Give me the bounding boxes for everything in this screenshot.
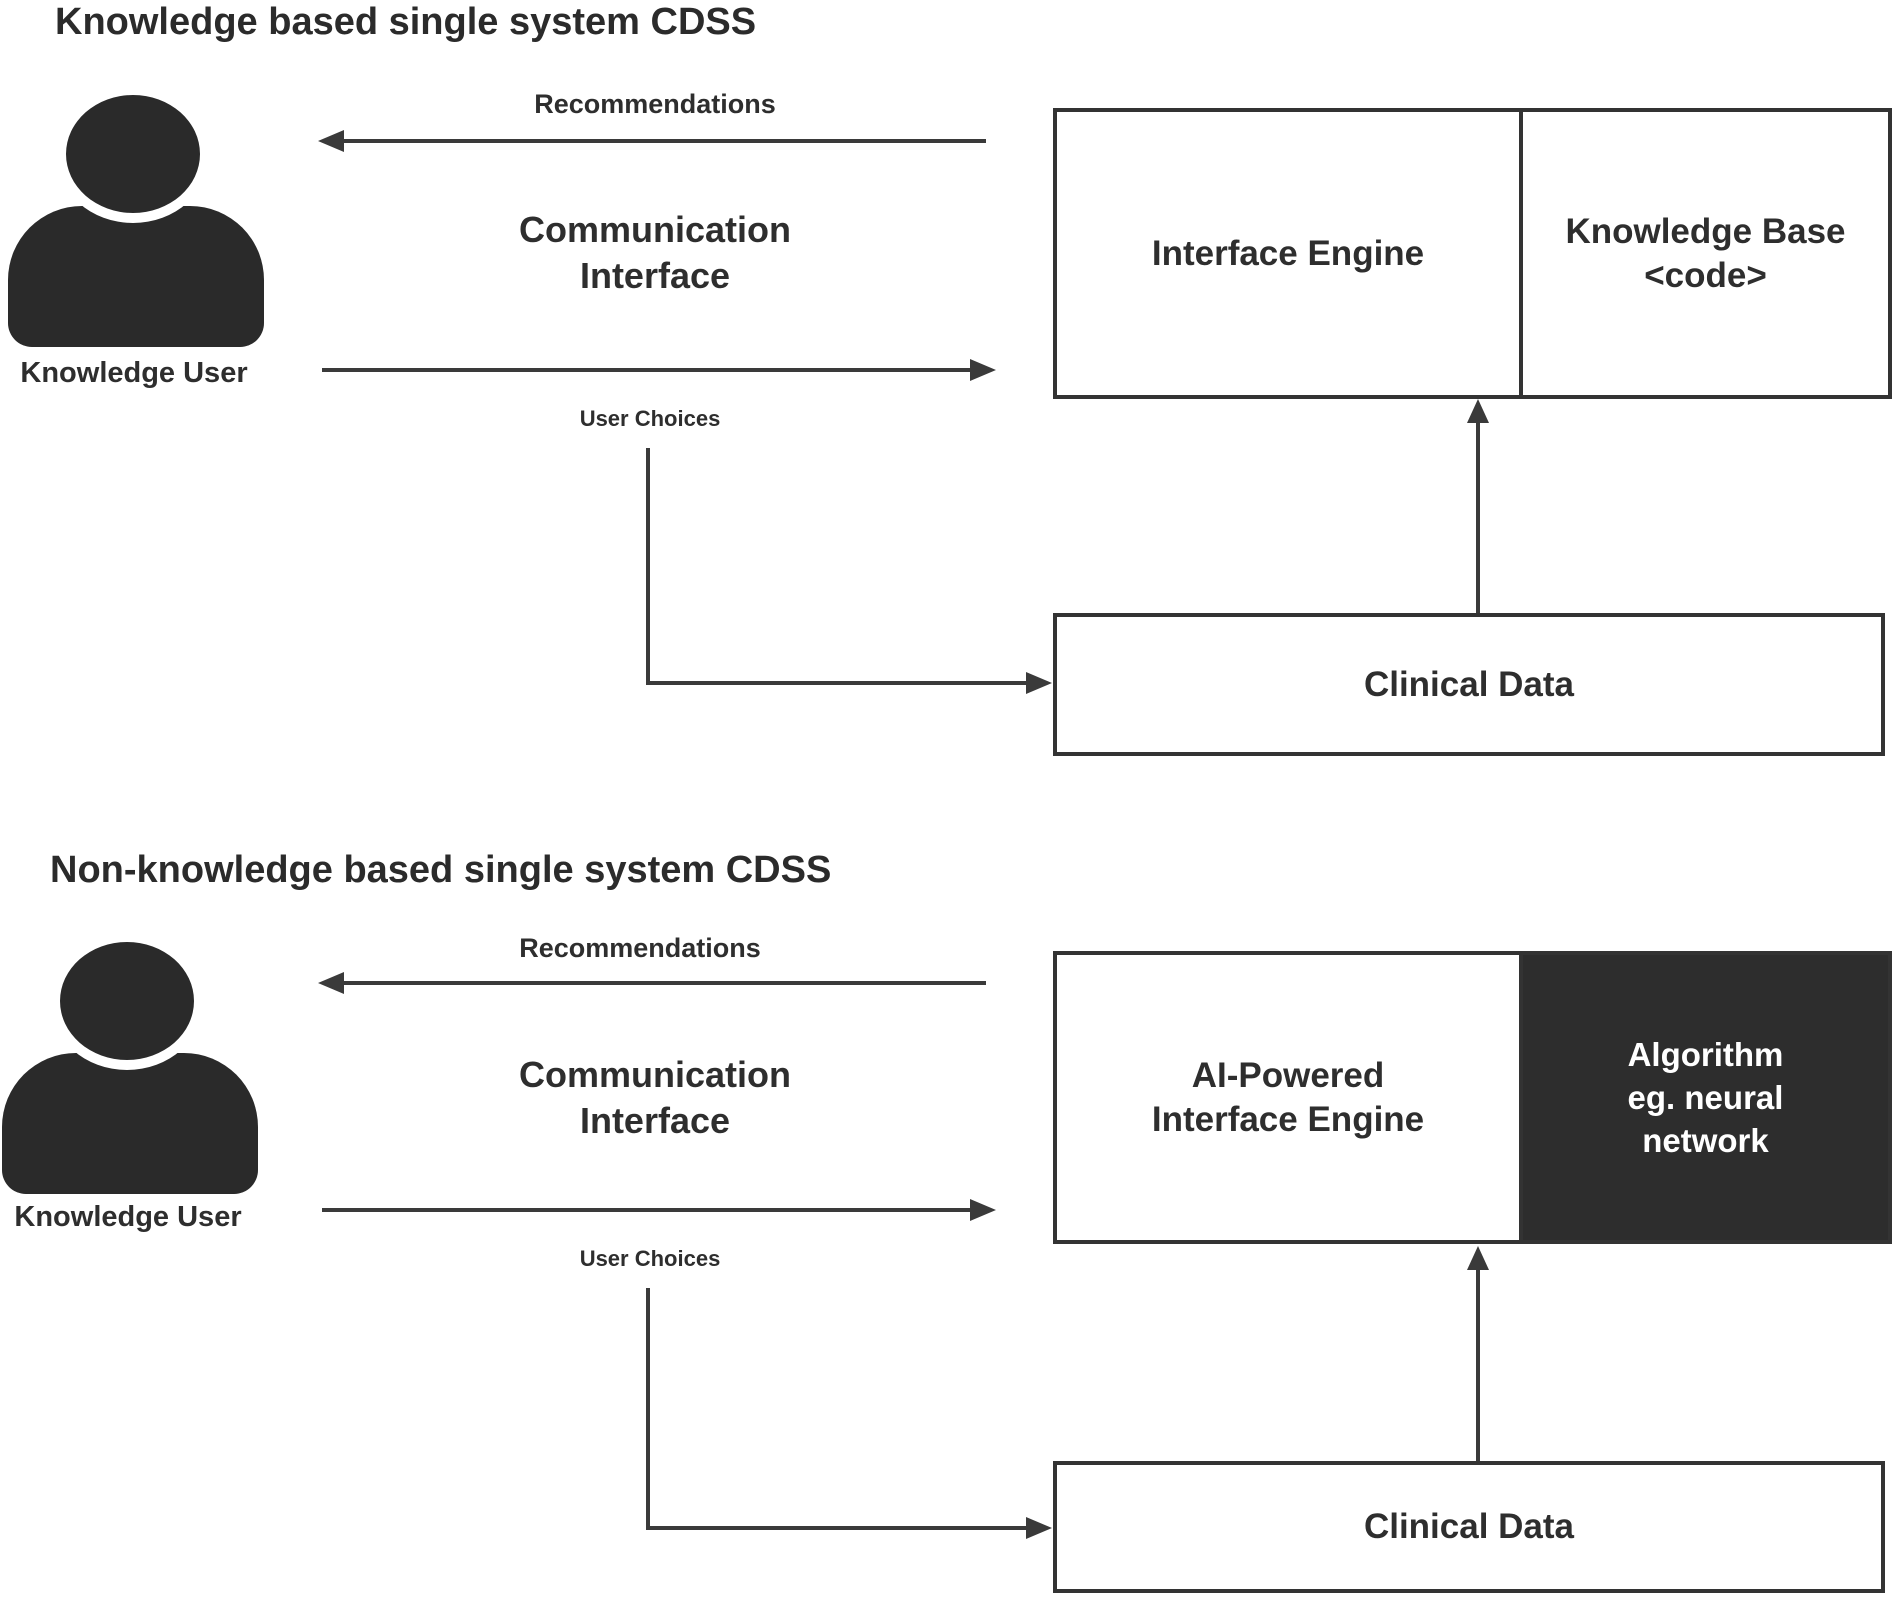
knowledge-user-icon: [8, 85, 264, 347]
user-choices-label: User Choices: [579, 1246, 721, 1271]
arrowhead-right-icon: [1026, 1517, 1052, 1539]
person-head-icon: [56, 85, 210, 223]
ai-engine-algorithm-box: AI-Powered Interface Engine Algorithm eg…: [1053, 951, 1892, 1244]
ai-powered-interface-engine-label: AI-Powered Interface Engine: [1151, 1055, 1425, 1139]
arrow-shaft: [1476, 415, 1480, 615]
communication-interface-label: Communication Interface: [518, 1054, 791, 1141]
person-head-icon: [50, 932, 204, 1070]
knowledge-user-label: Knowledge User: [20, 357, 248, 389]
algorithm-cell: Algorithm eg. neural network: [1523, 955, 1888, 1240]
interface-engine-label: Interface Engine: [1151, 233, 1425, 273]
person-body-icon: [8, 206, 264, 347]
arrow-shaft: [646, 1288, 650, 1530]
person-body-icon: [2, 1053, 258, 1194]
arrowhead-up-icon: [1467, 399, 1489, 423]
recommendations-label: Recommendations: [534, 89, 776, 119]
arrowhead-right-icon: [1026, 672, 1052, 694]
clinical-data-cell: Clinical Data: [1057, 1465, 1881, 1589]
knowledge-base-label: Knowledge Base <code>: [1565, 211, 1846, 295]
clinical-data-box: Clinical Data: [1053, 1461, 1885, 1593]
communication-interface-label: Communication Interface: [518, 209, 791, 296]
section2-title: Non-knowledge based single system CDSS: [50, 849, 832, 891]
arrow-shaft: [322, 1208, 972, 1212]
arrowhead-right-icon: [970, 1199, 996, 1221]
algorithm-label: Algorithm eg. neural network: [1627, 1036, 1784, 1159]
arrow-shaft: [336, 139, 986, 143]
clinical-data-label: Clinical Data: [1363, 664, 1575, 704]
interface-engine-cell: Interface Engine: [1057, 112, 1523, 395]
knowledge-base-cell: Knowledge Base <code>: [1523, 112, 1888, 395]
clinical-data-cell: Clinical Data: [1057, 617, 1881, 752]
arrowhead-right-icon: [970, 359, 996, 381]
knowledge-user-label: Knowledge User: [14, 1201, 242, 1233]
arrow-shaft: [646, 681, 1028, 685]
ai-powered-interface-engine-cell: AI-Powered Interface Engine: [1057, 955, 1523, 1240]
section1-title: Knowledge based single system CDSS: [55, 1, 757, 43]
arrow-shaft: [336, 981, 986, 985]
arrow-shaft: [322, 368, 972, 372]
clinical-data-box: Clinical Data: [1053, 613, 1885, 756]
arrow-shaft: [646, 448, 650, 685]
arrow-shaft: [646, 1526, 1028, 1530]
arrowhead-left-icon: [318, 130, 344, 152]
arrowhead-left-icon: [318, 972, 344, 994]
recommendations-label: Recommendations: [519, 933, 761, 963]
engine-knowledge-box: Interface Engine Knowledge Base <code>: [1053, 108, 1892, 399]
arrow-shaft: [1476, 1262, 1480, 1463]
clinical-data-label: Clinical Data: [1363, 1507, 1575, 1546]
knowledge-user-icon: [2, 932, 258, 1194]
arrowhead-up-icon: [1467, 1246, 1489, 1270]
user-choices-label: User Choices: [579, 406, 721, 431]
